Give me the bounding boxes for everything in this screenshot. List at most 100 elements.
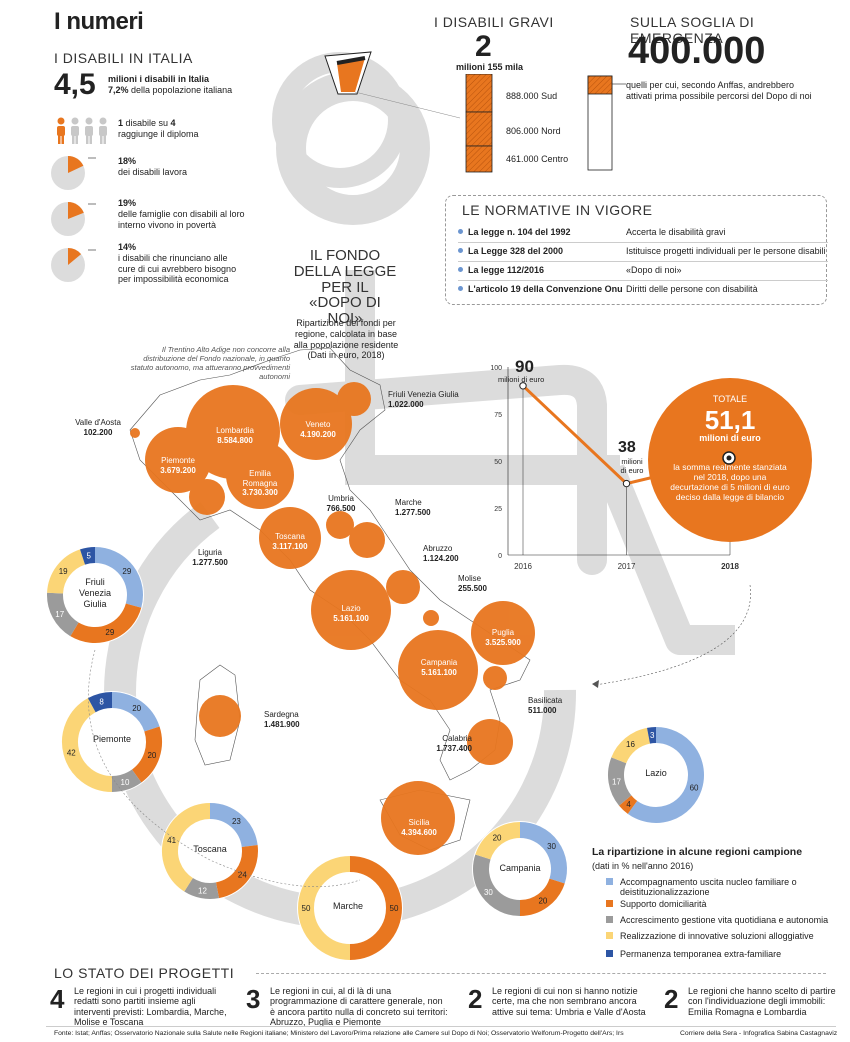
footer-divider bbox=[46, 1026, 836, 1027]
fondo-subtitle: Ripartizione dei fondi per regione, calc… bbox=[293, 318, 399, 361]
donut-segment bbox=[131, 726, 162, 783]
region-name: Friuli Venezia Giulia bbox=[388, 390, 459, 399]
donut-label-piemonte: Piemonte bbox=[92, 734, 132, 744]
donut-segment bbox=[619, 795, 638, 814]
normative-desc: Istituisce progetti individuali per le p… bbox=[626, 246, 826, 256]
donut-segment bbox=[162, 803, 211, 892]
person-icon bbox=[57, 117, 65, 144]
donut-segment bbox=[184, 877, 219, 899]
donut-value-label: 19 bbox=[59, 567, 68, 576]
donut-value-label: 10 bbox=[121, 778, 130, 787]
footer-credit: Corriere della Sera - Infografica Sabina… bbox=[680, 1030, 838, 1037]
region-name: Puglia bbox=[491, 628, 515, 637]
progetti-item: 3 Le regioni in cui, al di là di una pro… bbox=[246, 984, 456, 1028]
donut-label-marche: Marche bbox=[332, 901, 363, 911]
progetti-text: Le regioni in cui, al di là di una progr… bbox=[270, 986, 448, 1028]
legend-swatch bbox=[606, 916, 613, 923]
region-name: Piemonte bbox=[161, 456, 195, 465]
region-value: 3.525.900 bbox=[485, 637, 521, 647]
emergenza-bar bbox=[587, 75, 613, 171]
people-icons bbox=[57, 117, 107, 144]
gravi-centro-value: 461.000 bbox=[506, 154, 539, 164]
totale-marker bbox=[722, 451, 736, 465]
donut-segment bbox=[298, 856, 351, 960]
normative-row: La legge 112/2016«Dopo di noi» bbox=[458, 262, 828, 281]
donut-value-label: 17 bbox=[55, 610, 64, 619]
bubble-piemonte bbox=[145, 427, 211, 493]
donut-value-label: 24 bbox=[238, 871, 247, 880]
bubble-basilicata bbox=[483, 666, 507, 690]
donut-segment bbox=[647, 727, 657, 744]
donut-value-label: 16 bbox=[626, 740, 635, 749]
donut-segment bbox=[87, 692, 113, 713]
donut-segment bbox=[62, 698, 113, 792]
donut-value-label: 20 bbox=[538, 897, 547, 906]
donut-label-lazio: Lazio bbox=[645, 768, 667, 778]
normative-title: LE NORMATIVE IN VIGORE bbox=[462, 202, 653, 218]
value-90-unit: milioni di euro bbox=[498, 375, 545, 384]
normative-desc: Diritti delle persone con disabilità bbox=[626, 284, 758, 294]
bubble-abruzzo bbox=[386, 570, 420, 604]
fondo-title-line: DELLA LEGGE bbox=[293, 262, 397, 280]
emergenza-title: SULLA SOGLIA DI EMERGENZA bbox=[630, 14, 755, 46]
normative-box: LE NORMATIVE IN VIGORE La legge n. 104 d… bbox=[445, 195, 828, 305]
bullet-icon bbox=[458, 286, 463, 291]
stat-lavora-text: dei disabili lavora bbox=[118, 166, 188, 177]
bubble-valle-aosta bbox=[130, 428, 140, 438]
stat-diploma-num2: 4 bbox=[170, 118, 176, 128]
region-value: 3.730.300 bbox=[242, 488, 278, 498]
fondo-title-line: PER IL bbox=[321, 278, 369, 296]
donut-segment bbox=[111, 692, 160, 732]
disabili-percent: 7,2% bbox=[108, 84, 129, 95]
legend-swatch bbox=[606, 878, 613, 885]
donut-value-label: 8 bbox=[99, 697, 104, 706]
disabili-big-desc: milioni i disabili in Italia 7,2% della … bbox=[108, 74, 278, 96]
bullet-icon bbox=[458, 267, 463, 272]
region-value: 1.124.200 bbox=[423, 553, 459, 563]
totale-unit: milioni di euro bbox=[699, 432, 761, 443]
region-name: Marche bbox=[395, 498, 422, 507]
donut-segment bbox=[473, 854, 521, 916]
bullet-icon bbox=[458, 229, 463, 234]
donut-segment bbox=[70, 603, 142, 643]
stat-poverta-text: delle famiglie con disabili al loro inte… bbox=[118, 208, 245, 230]
totale-desc: la somma realmente stanziata nel 2018, d… bbox=[670, 461, 790, 503]
disabili-percent-label: della popolazione italiana bbox=[128, 84, 233, 95]
bubble-toscana bbox=[259, 507, 321, 569]
fondo-title-line: «DOPO DI NOI» bbox=[309, 294, 381, 327]
region-name: Lazio bbox=[341, 604, 361, 613]
progetti-text: Le regioni in cui i progetti individuali… bbox=[74, 986, 227, 1028]
emergenza-number: 400.000 bbox=[628, 30, 766, 72]
disabili-italia-title: I DISABILI IN ITALIA bbox=[54, 50, 193, 66]
pie-14 bbox=[51, 248, 85, 282]
region-name: Emilia Romagna bbox=[242, 469, 278, 488]
donut-label-toscana: Toscana bbox=[193, 844, 227, 854]
bubble-sardegna bbox=[199, 695, 241, 737]
progetti-num: 2 bbox=[468, 984, 483, 1014]
donut-value-label: 20 bbox=[147, 751, 156, 760]
progetti-num: 2 bbox=[664, 984, 679, 1014]
region-value: 5.161.100 bbox=[333, 613, 369, 623]
region-value: 1.737.400 bbox=[436, 743, 472, 753]
gravi-number: 2 bbox=[475, 30, 492, 63]
donut-segment bbox=[519, 878, 565, 916]
donut-segment bbox=[611, 727, 651, 764]
x-tick-label: 2018 bbox=[721, 562, 739, 571]
legend-label: Realizzazione di innovative soluzioni al… bbox=[620, 931, 814, 941]
donut-value-label: 50 bbox=[390, 904, 399, 913]
region-name: Campania bbox=[420, 658, 458, 667]
donut-value-label: 41 bbox=[167, 836, 176, 845]
legend-swatch bbox=[606, 900, 613, 907]
disabili-desc-line1: milioni i disabili in Italia bbox=[108, 74, 210, 84]
